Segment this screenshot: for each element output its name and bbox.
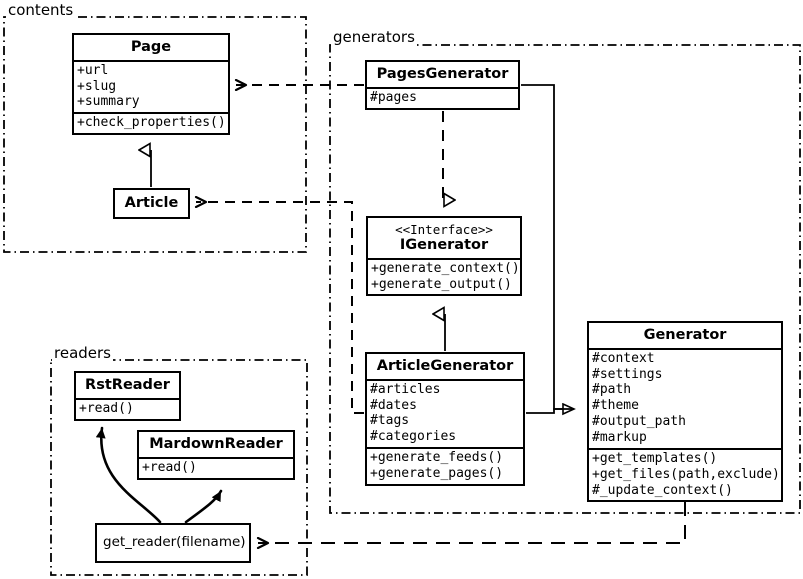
- class-article[interactable]: Article: [113, 188, 190, 219]
- class-mardown-reader-methods: +read(): [139, 456, 293, 478]
- class-pages-generator-attributes: #pages: [367, 86, 518, 108]
- class-article-generator-methods: +generate_feeds() +generate_pages(): [367, 447, 523, 484]
- attribute: +url: [77, 62, 109, 78]
- class-rst-reader[interactable]: RstReader +read(): [74, 371, 181, 421]
- class-pages-generator-title: PagesGenerator: [376, 66, 509, 82]
- edge-articlegenerator-article: [196, 202, 364, 414]
- class-rst-reader-methods: +read(): [76, 397, 179, 419]
- attribute: #settings: [592, 366, 663, 382]
- class-generator-attributes: #context #settings #path #theme #output_…: [589, 347, 781, 448]
- package-label-contents: contents: [6, 1, 76, 19]
- attribute: #context: [592, 350, 655, 366]
- method: +get_files(path,exclude): [592, 466, 780, 482]
- class-generator-methods: +get_templates() +get_files(path,exclude…: [589, 447, 781, 501]
- edge-getreader-mardownreader: [184, 489, 223, 524]
- attribute: #output_path: [592, 414, 686, 430]
- attribute: +summary: [77, 94, 140, 110]
- edge-articlegenerator-generator: [526, 408, 574, 414]
- method: +check_properties(): [77, 115, 226, 131]
- package-label-readers: readers: [52, 344, 113, 362]
- attribute: #pages: [370, 89, 417, 105]
- class-generator[interactable]: Generator #context #settings #path #them…: [587, 321, 783, 503]
- class-article-generator-attributes: #articles #dates #tags #categories: [367, 378, 523, 447]
- class-igenerator-name: IGenerator: [399, 237, 489, 253]
- edge-generator-getreader: [258, 502, 686, 543]
- function-get-reader[interactable]: get_reader(filename): [95, 523, 251, 563]
- package-label-generators: generators: [331, 28, 417, 46]
- class-igenerator-stereotype: <<Interface>>: [395, 222, 493, 237]
- attribute: #tags: [370, 413, 410, 429]
- class-article-title: Article: [124, 195, 179, 211]
- class-mardown-reader-title: MardownReader: [149, 436, 283, 452]
- attribute: #categories: [370, 429, 457, 445]
- class-page-title: Page: [130, 39, 172, 55]
- attribute: #markup: [592, 429, 647, 445]
- method: +get_templates(): [592, 450, 718, 466]
- class-rst-reader-title: RstReader: [85, 377, 170, 393]
- method: +generate_output(): [371, 276, 512, 292]
- attribute: #theme: [592, 398, 639, 414]
- class-page-attributes: +url +slug +summary: [74, 59, 228, 113]
- class-igenerator-methods: +generate_context() +generate_output(): [368, 257, 520, 295]
- method: +read(): [142, 459, 197, 475]
- attribute: #dates: [370, 397, 417, 413]
- class-igenerator-title: <<Interface>> IGenerator: [368, 218, 520, 258]
- attribute: #path: [592, 382, 632, 398]
- attribute: #articles: [370, 381, 441, 397]
- function-get-reader-label: get_reader(filename): [103, 534, 246, 550]
- method: #_update_context(): [592, 482, 733, 498]
- class-article-generator[interactable]: ArticleGenerator #articles #dates #tags …: [365, 352, 525, 486]
- method: +generate_context(): [371, 260, 520, 276]
- class-page-methods: +check_properties(): [74, 112, 228, 133]
- edge-pagesgenerator-generator: [521, 84, 574, 409]
- class-page[interactable]: Page +url +slug +summary +check_properti…: [72, 33, 230, 136]
- class-igenerator[interactable]: <<Interface>> IGenerator +generate_conte…: [366, 216, 522, 297]
- attribute: +slug: [77, 78, 117, 94]
- class-generator-title: Generator: [643, 327, 727, 343]
- class-pages-generator[interactable]: PagesGenerator #pages: [365, 60, 520, 110]
- class-article-generator-title: ArticleGenerator: [376, 358, 514, 374]
- method: +generate_pages(): [370, 465, 504, 481]
- method: +generate_feeds(): [370, 450, 504, 466]
- method: +read(): [79, 400, 134, 416]
- class-mardown-reader[interactable]: MardownReader +read(): [137, 430, 295, 480]
